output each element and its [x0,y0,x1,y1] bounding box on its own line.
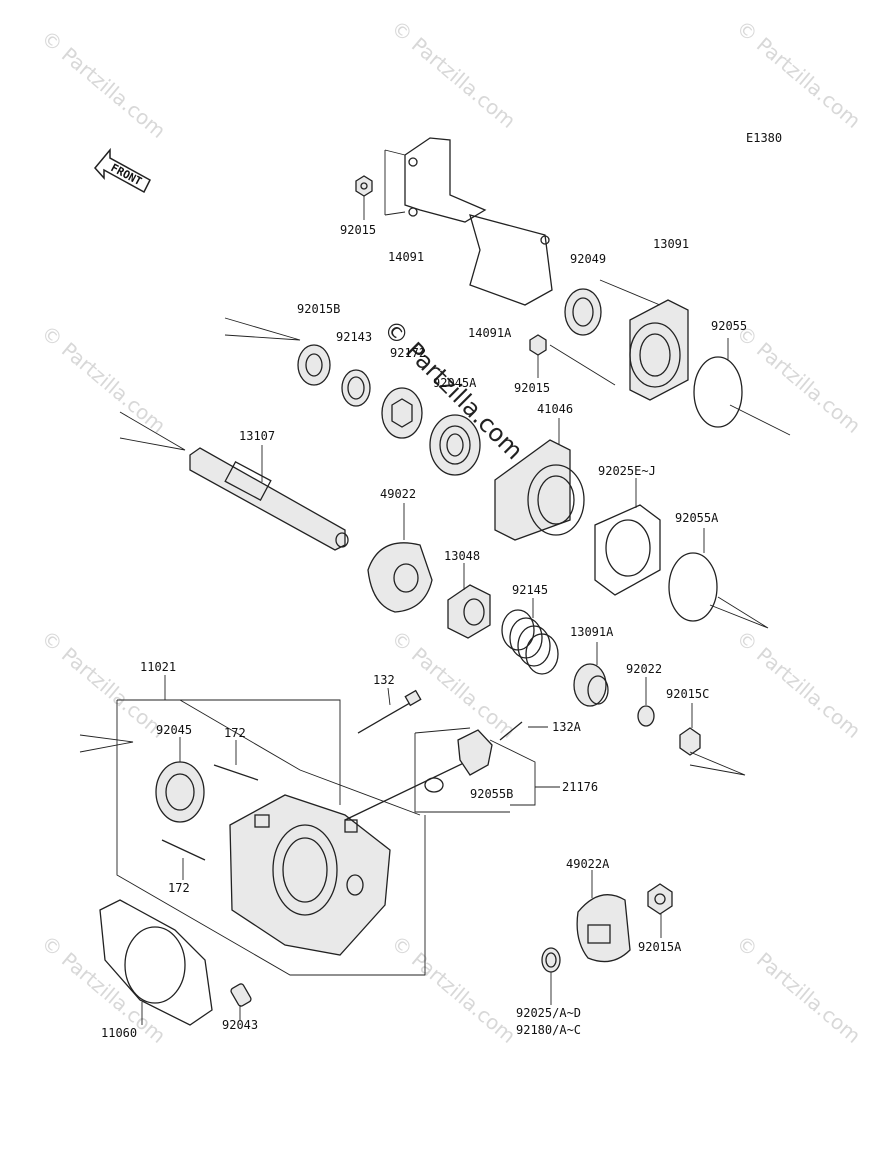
gasket-11060 [99,899,213,1026]
part-label: 14091 [388,250,424,264]
watermark: © Partzilla.com [387,15,521,133]
part-label: 172 [224,726,246,740]
part-label: 41046 [537,402,573,416]
leader-line [709,596,769,629]
nut-92015C [679,703,746,776]
part-label: 92022 [626,662,662,676]
part-label: 92015 [514,381,550,395]
part-label: 13091A [570,625,614,639]
washer-92172 [381,387,423,439]
case-11021-frame [79,675,426,976]
oring-92055 [693,356,743,428]
collar-13091A [573,642,609,707]
part-label: 172 [168,881,190,895]
shaft-21176 [344,727,560,821]
part-label: 92172 [390,346,426,360]
part-label: 92043 [222,1018,258,1032]
bearing-92045 [155,737,205,823]
stud-172-bottom [161,839,206,880]
washer-92022 [637,677,655,727]
part-label: 92025/A~D [516,1006,581,1020]
part-label: 13107 [239,429,275,443]
part-label: 92055B [470,787,513,801]
front-label: FRONT [109,161,145,188]
seal-92049 [564,288,602,336]
part-label: 14091A [468,326,512,340]
part-label: 92049 [570,252,606,266]
bolt-132A [499,721,548,741]
part-label: 132A [552,720,582,734]
part-label: 11060 [101,1026,137,1040]
front-arrow-icon: FRONT [94,147,151,194]
watermarks: © Partzilla.com © Partzilla.com © Partzi… [37,15,866,1048]
part-label: 92015C [666,687,709,701]
watermark: © Partzilla.com [37,25,171,143]
bolt-132 [357,687,422,734]
bracket-14091 [384,137,553,306]
part-label: 92055 [711,319,747,333]
nut-92015A [647,883,673,938]
oring-92055A [668,552,718,622]
housing-41046 [494,418,585,541]
watermark: © Partzilla.com [732,320,866,438]
part-label: 13091 [653,237,689,251]
part-label: 21176 [562,780,598,794]
gear-case [229,794,391,956]
collar-92143 [341,369,371,407]
part-label: 92045 [156,723,192,737]
part-label: 49022A [566,857,610,871]
watermark: © Partzilla.com [732,15,866,133]
nut-92015-top [355,175,373,220]
part-labels: 92015 14091 92049 13091 92055 92015B 921… [101,223,747,1040]
nut-92015B [224,317,331,386]
housing-13091 [549,279,689,401]
gear-49022 [367,503,433,613]
part-label: 92025E~J [598,464,656,478]
part-label: 11021 [140,660,176,674]
diagram-code: E1380 [746,131,782,145]
part-label: 92055A [675,511,719,525]
spring-92145 [501,598,559,675]
watermark: © Partzilla.com [732,625,866,743]
part-label: 92045A [433,376,477,390]
watermark: © Partzilla.com [37,320,171,438]
nut-92015-mid [529,334,547,378]
part-label: 92015B [297,302,340,316]
part-label: 49022 [380,487,416,501]
gear-49022A [576,870,631,963]
part-label: 13048 [444,549,480,563]
shim-92025AD [541,947,561,1005]
watermark: © Partzilla.com [387,930,521,1048]
bearing-92045A [429,414,481,476]
hub-13048 [447,563,491,639]
leader-line [729,404,791,436]
part-label: 92145 [512,583,548,597]
part-label: 92180/A~C [516,1023,581,1037]
stud-172-top [213,740,259,781]
shaft-13107 [119,411,349,551]
part-label: 132 [373,673,395,687]
gasket-92025EJ [594,478,661,596]
part-label: 92143 [336,330,372,344]
watermark: © Partzilla.com [732,930,866,1048]
part-label: 92015 [340,223,376,237]
watermark: © Partzilla.com [387,625,521,743]
dowel-92043 [230,983,252,1020]
watermark: © Partzilla.com [37,625,171,743]
part-label: 92015A [638,940,682,954]
